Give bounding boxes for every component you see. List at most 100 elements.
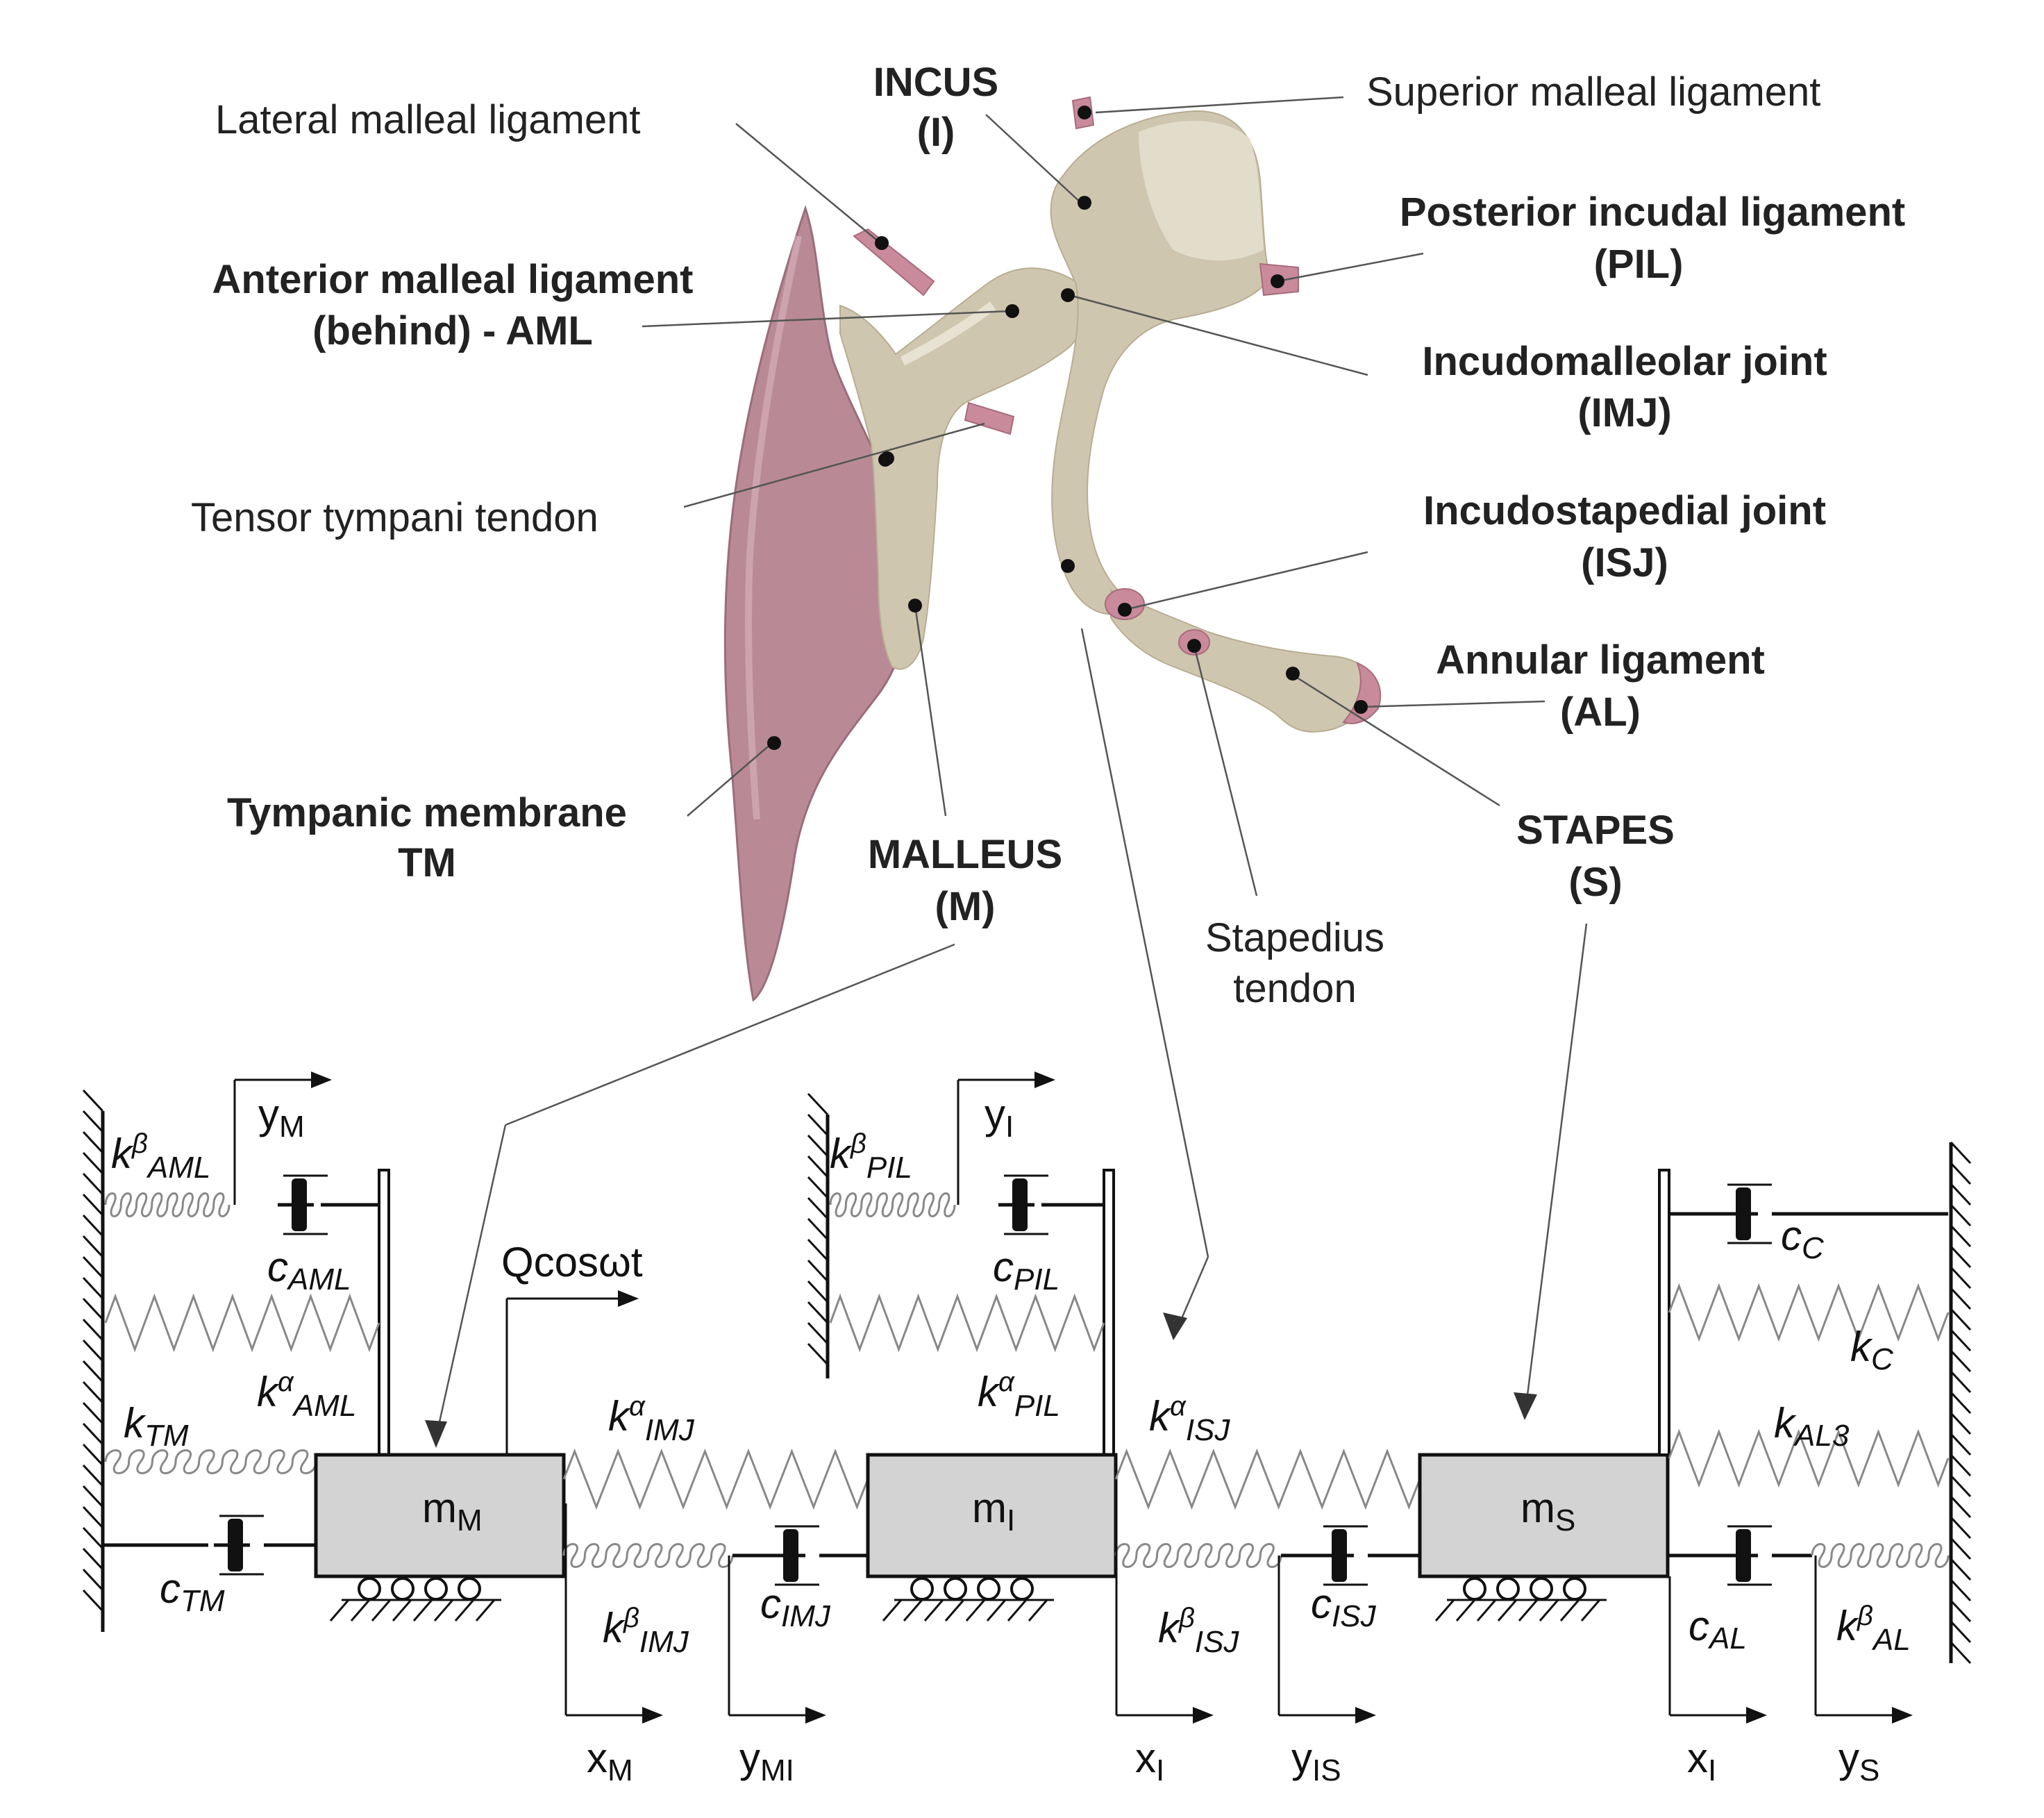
incus-plate xyxy=(1103,1169,1115,1456)
left-wall-hatch xyxy=(82,1193,104,1217)
right-wall-hatch xyxy=(1950,1349,1972,1373)
damper-c-al-cylinder xyxy=(1727,1525,1772,1586)
incus-wall-hatch xyxy=(807,1134,829,1158)
damper-c-c-cylinder xyxy=(1727,1183,1772,1244)
sym-c-isj: cISJ xyxy=(1311,1581,1377,1633)
label-stapes: STAPES xyxy=(1516,808,1675,853)
sym-c-imj: cIMJ xyxy=(760,1581,831,1633)
malleus-roller xyxy=(391,1577,414,1601)
incus-highlight xyxy=(1139,120,1264,260)
malleus-ground-hatch xyxy=(454,1599,475,1621)
right-wall-hatch xyxy=(1950,1641,1972,1665)
arrow-x-m-head xyxy=(642,1707,663,1724)
incus-wall-hatch xyxy=(807,1176,829,1199)
malleus-ground-hatch xyxy=(350,1599,371,1621)
sym-x-i: xI xyxy=(1135,1735,1164,1787)
left-wall-hatch xyxy=(82,1568,104,1592)
left-wall-hatch xyxy=(82,1443,104,1467)
arrow-y-m-head xyxy=(311,1071,332,1088)
incus-ground-hatch xyxy=(1028,1599,1048,1621)
left-wall-hatch xyxy=(82,1214,104,1237)
mass-m-i xyxy=(866,1453,1118,1578)
tympanic-membrane-shape xyxy=(723,205,911,1002)
arrow-y-mi-head xyxy=(805,1707,826,1724)
label-stapedius-tendon: Stapedius xyxy=(1205,915,1384,960)
incus-wall-hatch xyxy=(807,1155,829,1178)
right-wall-hatch xyxy=(1950,1391,1972,1415)
incus-roller xyxy=(1010,1577,1034,1601)
malleus-roller xyxy=(458,1577,481,1601)
stapes-ground-hatch xyxy=(1580,1599,1601,1621)
incus-ground-hatch xyxy=(1007,1599,1028,1621)
right-wall-hatch xyxy=(1950,1224,1972,1248)
incus-wall-hatch xyxy=(807,1113,829,1137)
malleus-shape xyxy=(839,267,1089,670)
incus-wall-hatch xyxy=(807,1196,829,1220)
arrow-x-i-2-head xyxy=(1746,1707,1767,1724)
incus-ground-hatch xyxy=(903,1599,923,1621)
arrow-x-i-head xyxy=(1193,1707,1214,1724)
spring-k-alpha-pil xyxy=(829,1293,1105,1353)
right-wall-hatch xyxy=(1950,1620,1972,1644)
damper-c-al-piston xyxy=(1736,1529,1751,1582)
sym-y-m: yM xyxy=(258,1091,305,1144)
left-wall-hatch xyxy=(82,1151,104,1175)
incus-ground-hatch xyxy=(986,1599,1007,1621)
sym-m-m: mM xyxy=(422,1485,483,1537)
stapes-shape xyxy=(1110,589,1380,733)
stapes-ground-hatch xyxy=(1518,1599,1539,1621)
right-wall-hatch xyxy=(1950,1141,1972,1165)
sym-x-i-2: xI xyxy=(1687,1735,1716,1787)
right-wall-hatch xyxy=(1950,1308,1972,1331)
malleus-roller xyxy=(424,1577,448,1601)
label-annular-ligament: Annular ligament xyxy=(1436,637,1765,683)
stapes-roller xyxy=(1530,1577,1553,1601)
mass-m-s xyxy=(1418,1453,1670,1578)
left-wall-hatch xyxy=(82,1401,104,1425)
right-wall-hatch xyxy=(1950,1516,1972,1540)
incus-ground-hatch xyxy=(965,1599,986,1621)
stapes-ground-hatch xyxy=(1476,1599,1497,1621)
spring-k-tm xyxy=(104,1449,317,1474)
sym-k-beta-pil: kβPIL xyxy=(830,1128,912,1185)
left-wall-hatch xyxy=(82,1297,104,1321)
right-wall-hatch xyxy=(1950,1370,1972,1394)
spring-k-alpha-aml xyxy=(104,1293,380,1353)
sym-c-c: cC xyxy=(1781,1212,1825,1265)
right-wall-hatch xyxy=(1950,1495,1972,1519)
incus-wall-hatch xyxy=(807,1280,829,1303)
anatomy-labels: INCUS (I) Lateral malleal ligament Super… xyxy=(191,60,1905,1011)
sym-y-i: yI xyxy=(985,1091,1014,1144)
spring-k-beta-aml xyxy=(104,1192,231,1217)
label-tympanic-membrane: Tympanic membrane xyxy=(227,790,627,835)
label-stapes-abbr: (S) xyxy=(1568,860,1622,905)
label-incus-abbr: (I) xyxy=(917,110,955,155)
sym-c-tm: cTM xyxy=(160,1565,225,1618)
model-labels: kβAML yM cAML kαAML kTM cTM Qcosωt mM kα… xyxy=(111,1091,1911,1787)
label-tensor-tympani-tendon: Tensor tympani tendon xyxy=(191,495,598,540)
sym-k-al3: kAL3 xyxy=(1774,1400,1850,1453)
sym-k-beta-al: kβAL xyxy=(1836,1601,1911,1657)
left-wall-hatch xyxy=(82,1110,104,1133)
mapping-arrows xyxy=(425,628,1588,1448)
incus-ground-hatch xyxy=(923,1599,944,1621)
label-incudomalleolar-joint: Incudomalleolar joint xyxy=(1422,339,1827,384)
incus-wall-hatch xyxy=(807,1342,829,1366)
label-imj-abbr: (IMJ) xyxy=(1577,390,1671,435)
left-wall-hatch xyxy=(82,1339,104,1362)
incus-wall-hatch xyxy=(807,1321,829,1345)
arrow-y-s-head xyxy=(1892,1707,1913,1724)
incus-wall-hatch xyxy=(807,1092,829,1116)
left-wall-hatch xyxy=(82,1318,104,1342)
damper-c-pil-piston xyxy=(1012,1178,1028,1231)
malleus-ground-hatch xyxy=(371,1599,392,1621)
label-anterior-malleal-ligament: Anterior malleal ligament xyxy=(212,257,694,302)
malleus-roller xyxy=(358,1577,381,1601)
anatomy-illustration xyxy=(723,96,1382,1002)
left-wall-hatch xyxy=(82,1360,104,1383)
damper-c-imj-piston xyxy=(783,1529,798,1582)
right-wall-hatch xyxy=(1950,1183,1972,1206)
right-wall-hatch xyxy=(1950,1266,1972,1290)
left-wall-hatch xyxy=(82,1547,104,1571)
label-isj-abbr: (ISJ) xyxy=(1581,540,1668,585)
